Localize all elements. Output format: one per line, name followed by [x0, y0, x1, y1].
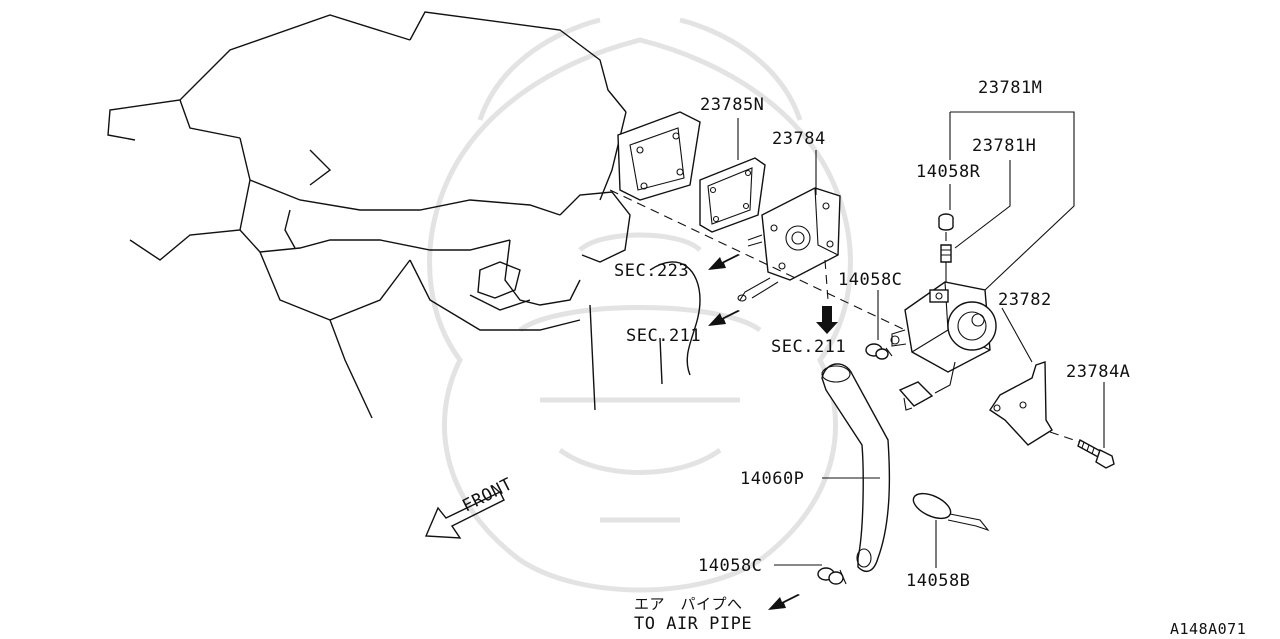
section-ref-223: SEC.223: [614, 261, 689, 281]
label-23782: 23782: [998, 290, 1052, 310]
bracket-23782: [989, 361, 1053, 446]
front-arrow: [424, 491, 505, 539]
cap-14058r: [938, 213, 954, 231]
label-23781h: 23781H: [972, 136, 1036, 156]
section-arrows: [708, 254, 838, 610]
leader-lines: [737, 111, 1105, 568]
band-14058b: [912, 492, 990, 532]
watermark-emblem: [427, 17, 853, 593]
sensor-23781h: [940, 244, 952, 282]
label-23785n: 23785N: [700, 95, 764, 115]
label-14058c-top: 14058C: [838, 270, 902, 290]
air-pipe-label-en: TO AIR PIPE: [634, 614, 752, 634]
label-14060p: 14060P: [740, 469, 804, 489]
section-ref-211-right: SEC.211: [771, 337, 846, 357]
label-23784a: 23784A: [1066, 362, 1130, 382]
valve-body-23784: [737, 187, 841, 302]
label-14058b: 14058B: [906, 571, 970, 591]
gasket-23785n: [699, 157, 766, 233]
air-pipe-label-jp: エア パイプへ: [634, 595, 743, 613]
bolt-23784a: [1077, 438, 1115, 469]
diagram-code: A148A071: [1170, 620, 1246, 638]
clamp-14058c-top: [865, 343, 893, 360]
labels: 23785N 23784 23781M 23781H 14058R 14058C…: [459, 78, 1246, 638]
assembly-lines: [609, 189, 1081, 443]
label-14058r: 14058R: [916, 162, 981, 182]
hose-14060p: [821, 363, 891, 573]
section-ref-211-left: SEC.211: [626, 326, 701, 346]
engine-outline: [107, 11, 701, 419]
label-23784: 23784: [772, 129, 826, 149]
label-14058c-bottom: 14058C: [698, 556, 762, 576]
front-label: FRONT: [459, 474, 516, 516]
label-23781m: 23781M: [978, 78, 1042, 98]
engine-flange: [617, 111, 701, 201]
clamp-14058c-bottom: [817, 567, 847, 585]
air-valve-23781m: [890, 281, 997, 411]
